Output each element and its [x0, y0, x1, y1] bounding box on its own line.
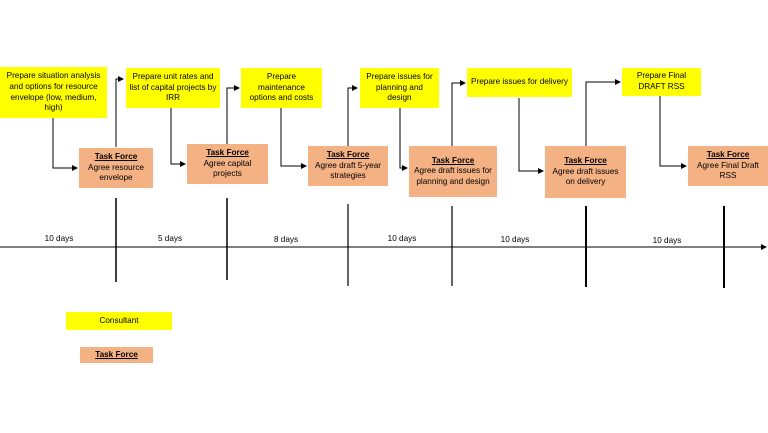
consultant-step-1: Prepare situation analysis and options f…: [0, 67, 107, 118]
task-force-step-1: Task Force Agree resource envelope: [79, 148, 153, 188]
duration-label: 10 days: [500, 235, 530, 244]
connector-arrow: [518, 98, 544, 174]
duration-label: 10 days: [652, 236, 682, 245]
task-force-text: Agree draft issues for planning and desi…: [414, 166, 492, 186]
legend-task-force-label: Task Force: [95, 349, 138, 359]
connector-arrow: [399, 108, 408, 171]
task-force-step-3: Task Force Agree draft 5-year strategies: [308, 146, 388, 186]
task-force-title: Task Force: [706, 150, 750, 160]
task-force-step-6: Task Force Agree Final Draft RSS: [688, 146, 768, 186]
consultant-step-5: Prepare issues for delivery: [467, 68, 572, 97]
connector-arrow: [659, 96, 687, 169]
task-force-title: Task Force: [431, 155, 475, 165]
task-force-title: Task Force: [326, 150, 370, 160]
task-force-title: Task Force: [94, 152, 138, 162]
legend-task-force: Task Force: [80, 347, 153, 363]
task-force-text: Agree draft issues on delivery: [552, 166, 619, 187]
legend-consultant: Consultant: [66, 312, 172, 330]
consultant-step-2: Prepare unit rates and list of capital p…: [126, 68, 220, 108]
connector-arrow: [451, 80, 466, 146]
task-force-text: Agree Final Draft RSS: [697, 160, 759, 181]
consultant-step-6: Prepare Final DRAFT RSS: [622, 68, 701, 96]
connector-arrow: [347, 85, 358, 146]
duration-label: 8 days: [273, 235, 299, 244]
consultant-step-4: Prepare issues for planning and design: [360, 68, 439, 108]
task-force-text: Agree capital projects: [203, 158, 252, 179]
connector-arrow: [280, 108, 307, 169]
task-force-step-4: Task Force Agree draft issues for planni…: [409, 146, 497, 197]
connector-arrow: [52, 118, 78, 171]
task-force-text: Agree resource envelope: [88, 162, 144, 183]
task-force-title: Task Force: [564, 156, 607, 166]
connector-arrow: [170, 108, 186, 167]
task-force-text: Agree draft 5-year strategies: [315, 160, 381, 181]
connector-arrow: [115, 76, 124, 147]
task-force-title: Task Force: [206, 148, 249, 158]
task-force-step-5: Task Force Agree draft issues on deliver…: [545, 146, 626, 198]
duration-label: 5 days: [157, 234, 183, 243]
task-force-step-2: Task Force Agree capital projects: [187, 144, 268, 184]
duration-label: 10 days: [44, 234, 74, 243]
duration-label: 10 days: [387, 234, 417, 243]
connector-arrow: [585, 79, 621, 146]
connector-arrow: [226, 85, 240, 144]
consultant-step-3: Prepare maintenance options and costs: [241, 68, 322, 108]
